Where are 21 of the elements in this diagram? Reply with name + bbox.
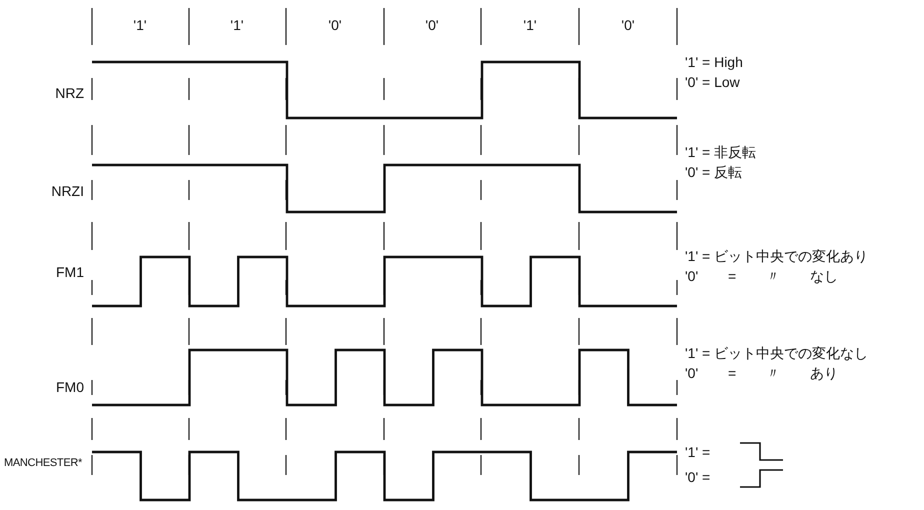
legend-text: '1' = 非反転 bbox=[685, 144, 756, 160]
legend-text: '1' = High bbox=[685, 54, 743, 70]
signal-name: NRZI bbox=[51, 183, 84, 199]
legend-text: '0' = Low bbox=[685, 74, 740, 90]
bit-value: '1' bbox=[523, 17, 537, 33]
signal-name: FM0 bbox=[56, 379, 84, 395]
bit-value: '1' bbox=[230, 17, 244, 33]
bit-value: '0' bbox=[425, 17, 439, 33]
legend-text: '1' = bbox=[685, 444, 710, 460]
legend-text: '1' = ビット中央での変化なし bbox=[685, 345, 868, 361]
bit-value: '0' bbox=[621, 17, 635, 33]
legend-text: '0' = bbox=[685, 469, 710, 485]
legend-text: '1' = ビット中央での変化あり bbox=[685, 248, 868, 264]
signal-name: NRZ bbox=[55, 85, 84, 101]
bit-value: '1' bbox=[133, 17, 147, 33]
signal-name: FM1 bbox=[56, 264, 84, 280]
legend-text: '0' = 〃 あり bbox=[685, 365, 838, 381]
signal-name: MANCHESTER* bbox=[4, 456, 82, 471]
bit-value: '0' bbox=[328, 17, 342, 33]
legend-text: '0' = 反転 bbox=[685, 164, 742, 180]
legend-text: '0' = 〃 なし bbox=[685, 268, 838, 284]
